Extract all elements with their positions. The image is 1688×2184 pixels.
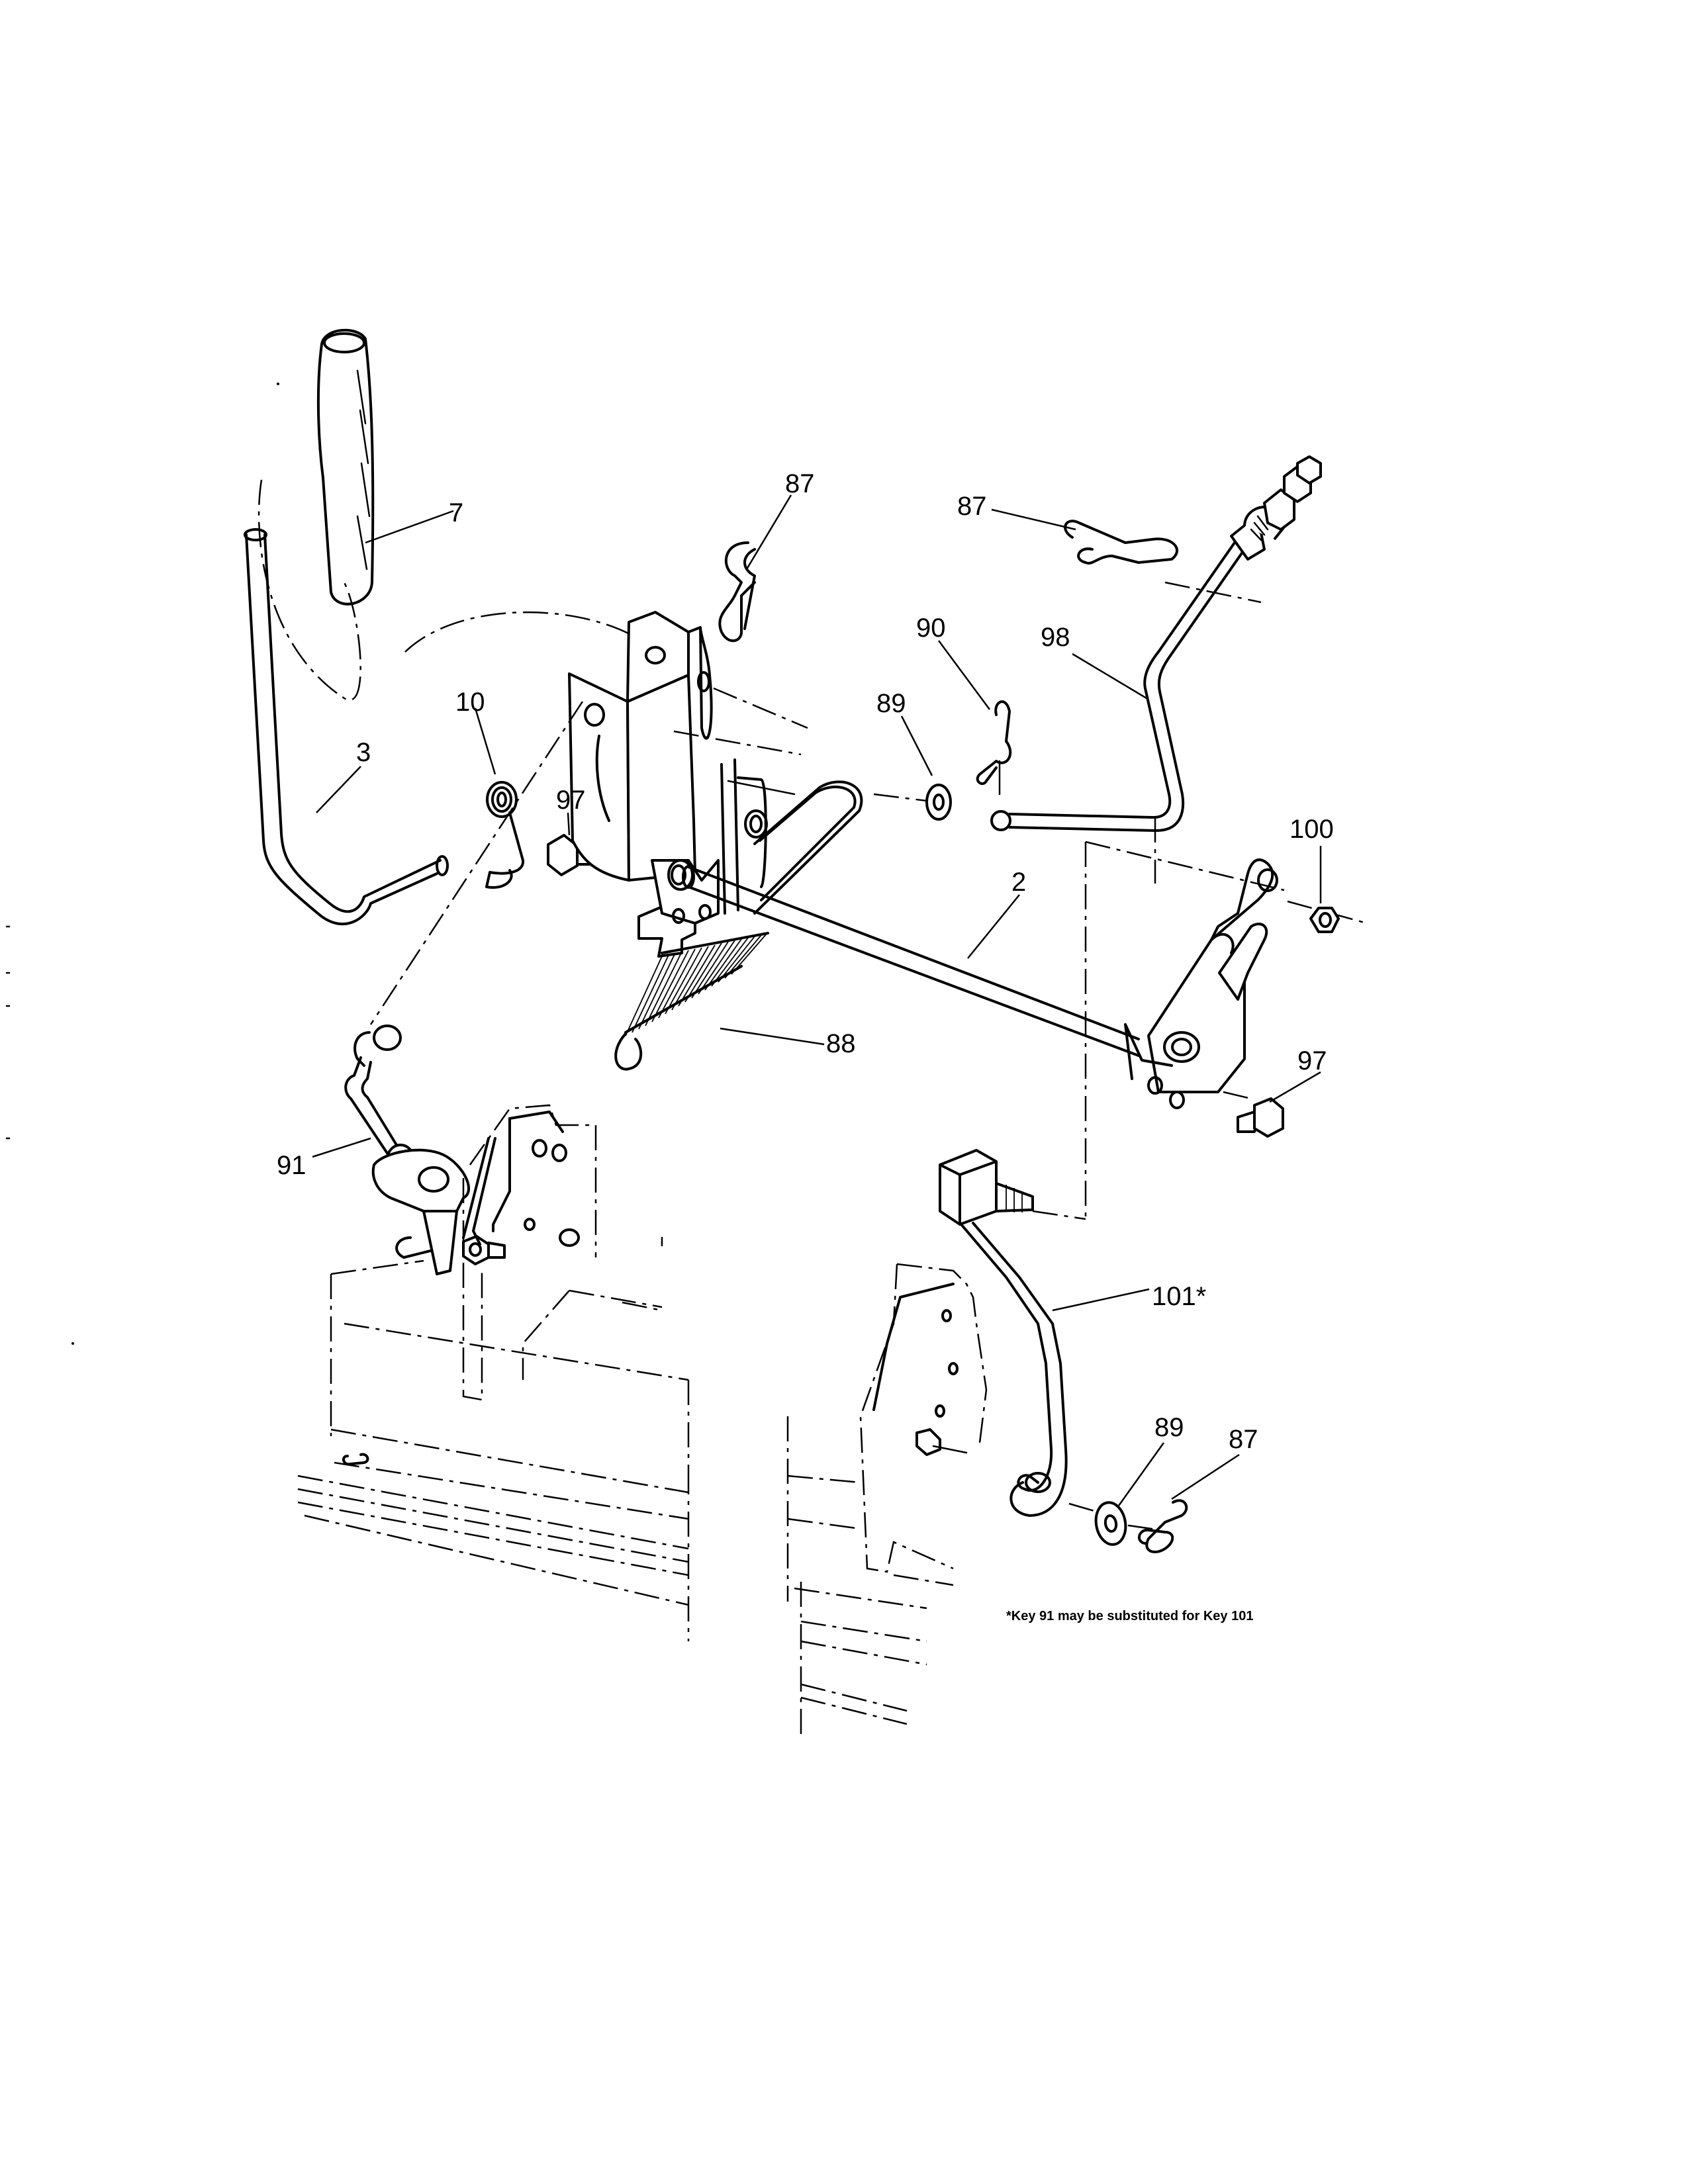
part-100-nut	[1309, 907, 1340, 933]
callout-90: 90	[916, 614, 946, 643]
part-101-lift-link	[939, 1149, 1086, 1517]
scan-marks	[5, 383, 279, 1345]
callout-98: 98	[1041, 623, 1070, 652]
part-2-lift-shaft	[637, 758, 1368, 1219]
part-98-rod	[990, 455, 1322, 884]
footnote: *Key 91 may be substituted for Key 101	[1006, 1609, 1253, 1623]
callout-97-left: 97	[556, 786, 586, 815]
lift-bracket	[369, 611, 808, 1025]
callout-2: 2	[1011, 868, 1026, 897]
callout-97-right: 97	[1297, 1046, 1327, 1075]
callout-89-top: 89	[876, 689, 906, 718]
part-10-spring	[485, 781, 524, 889]
deck-bracket-right	[786, 1263, 988, 1734]
part-97-bolt-right	[1237, 1097, 1284, 1138]
callout-87-right: 87	[957, 492, 987, 521]
callout-3: 3	[356, 738, 371, 767]
part-7-grip	[258, 328, 375, 701]
part-3-lift-lever	[244, 528, 449, 926]
callout-89-bottom: 89	[1154, 1413, 1184, 1442]
part-88-extension-spring	[614, 932, 769, 1071]
callout-100: 100	[1289, 815, 1334, 844]
callout-10: 10	[455, 688, 485, 717]
callout-101: 101*	[1152, 1282, 1206, 1311]
callout-87-bottom: 87	[1229, 1425, 1258, 1454]
deck-bracket-left	[297, 1104, 690, 1641]
callout-91: 91	[277, 1151, 306, 1180]
part-87-clip-right	[1064, 520, 1178, 565]
part-89-washer-bottom	[1068, 1501, 1127, 1546]
callout-7: 7	[449, 498, 463, 527]
part-89-washer-top	[873, 784, 952, 821]
part-91-lift-link	[344, 1024, 506, 1275]
leader-lines	[312, 494, 1322, 1506]
part-90-clip	[976, 700, 1012, 796]
part-87-clip-top	[718, 541, 756, 643]
part-87-clip-bottom	[1127, 1499, 1188, 1553]
callout-87-top: 87	[785, 469, 815, 498]
callout-88: 88	[826, 1029, 856, 1058]
callouts: 7 87 87 90 98 89 10 3 97 100 2 88 97 91 …	[277, 469, 1334, 1454]
